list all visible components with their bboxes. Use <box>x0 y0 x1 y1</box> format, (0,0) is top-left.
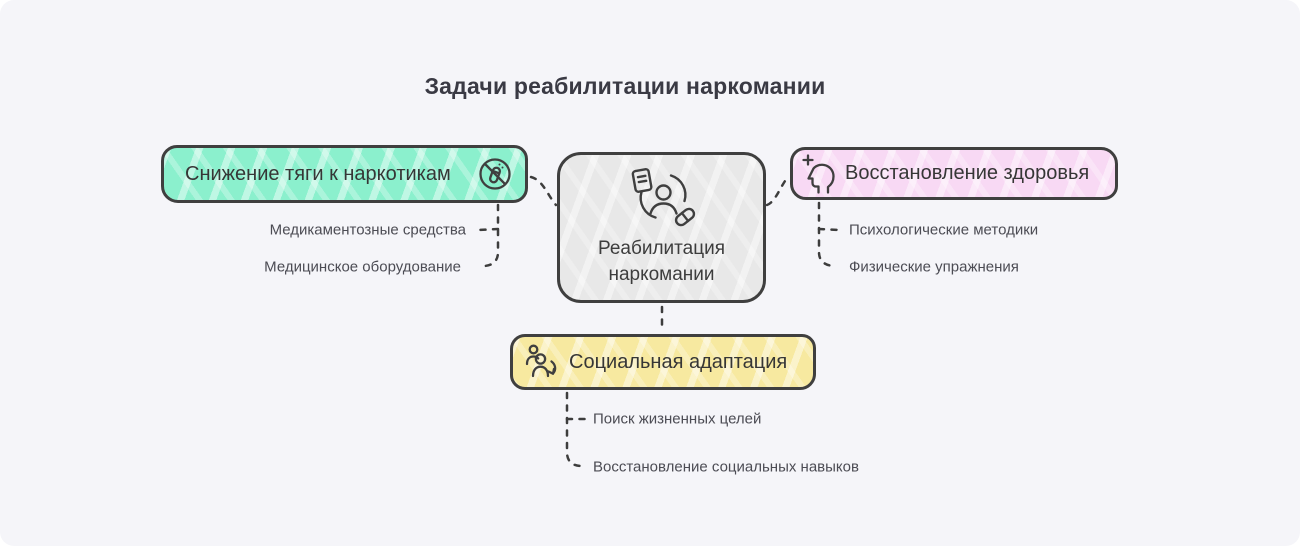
node-label: Реабилитация наркомании <box>597 238 725 285</box>
child-node-medical-equipment[interactable]: Медицинское оборудование <box>264 258 461 276</box>
node-craving-reduction[interactable]: Снижение тяги к наркотикам <box>161 145 528 203</box>
child-node-medication[interactable]: Медикаментозные средства <box>269 221 466 239</box>
connector-social-children <box>565 391 584 468</box>
rehab-person-pill-icon <box>621 167 703 229</box>
node-label: Снижение тяги к наркотикам <box>185 162 451 185</box>
node-center-rehabilitation[interactable]: Реабилитация наркомании <box>557 152 766 303</box>
connector-craving-child1-stub <box>477 227 500 232</box>
connector-center-to-health <box>765 174 791 207</box>
people-arrow-icon <box>524 343 560 381</box>
node-label: Социальная адаптация <box>569 350 788 373</box>
head-plus-icon <box>802 153 836 194</box>
child-node-psych-methods[interactable]: Психологические методики <box>849 221 1039 239</box>
connector-craving-children <box>482 203 500 268</box>
child-node-life-goals[interactable]: Поиск жизненных целей <box>593 410 762 428</box>
connector-health-child1-stub <box>817 227 841 232</box>
connector-center-to-craving <box>529 175 558 207</box>
node-social-adaptation[interactable]: Социальная адаптация <box>510 334 816 390</box>
child-node-physical-exercise[interactable]: Физические упражнения <box>849 258 1019 276</box>
node-label: Восстановление здоровья <box>845 162 1090 184</box>
child-node-social-skills[interactable]: Восстановление социальных навыков <box>593 458 859 476</box>
diagram-title: Задачи реабилитации наркомании <box>424 73 826 99</box>
connector-health-children <box>817 201 836 268</box>
no-drugs-icon <box>476 155 514 193</box>
node-health-recovery[interactable]: Восстановление здоровья <box>790 147 1118 200</box>
